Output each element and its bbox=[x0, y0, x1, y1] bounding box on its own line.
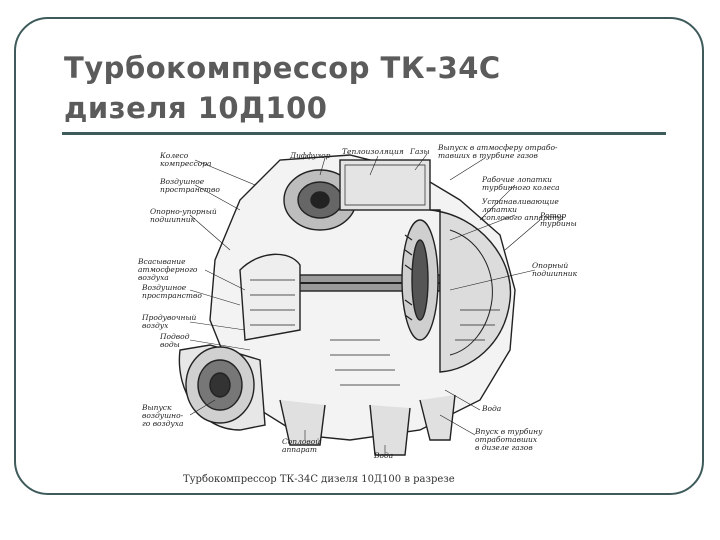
label-opornyi-podshipnik-left: Опорно-упорный подшипник bbox=[150, 207, 217, 224]
turbocharger-cutaway-figure: Колесо компрессора Диффузор Теплоизоляци… bbox=[120, 140, 580, 470]
label-voda-2: Вода bbox=[482, 404, 502, 413]
label-vozdushnoe-prostranstvo: Воздушное пространство bbox=[160, 177, 220, 194]
label-vypusk-v-atmosferu: Выпуск в атмосферу отрабо- тавших в турб… bbox=[438, 143, 558, 160]
label-gazy: Газы bbox=[410, 147, 430, 156]
slide-title-line-1: Турбокомпрессор ТК-34С bbox=[64, 51, 501, 85]
label-ustanavlivayushchie-lopatki: Устанавливающие лопатки соплового аппара… bbox=[482, 197, 564, 222]
label-voda: Вода bbox=[374, 451, 394, 460]
turbocharger-drawing bbox=[178, 153, 541, 456]
label-rotor-turbiny: Ротор турбины bbox=[540, 211, 577, 228]
label-vsasyvanie-vozdukha: Всасывание атмосферного воздуха bbox=[138, 257, 198, 282]
label-vykhod-vozdukha: Выпуск воздушно- го воздуха bbox=[142, 403, 184, 428]
label-prodyvochnyi-vozdukh: Продувочный воздух bbox=[142, 313, 197, 330]
label-vpusk-v-turbinu: Впуск в турбину отработавших в дизеле га… bbox=[475, 427, 543, 452]
slide-title-line-2: дизеля 10Д100 bbox=[64, 91, 328, 125]
label-diffuzor: Диффузор bbox=[290, 151, 331, 160]
label-teploizolyatsiya: Теплоизоляция bbox=[342, 147, 404, 156]
slide-frame bbox=[14, 17, 704, 495]
label-soplovoi-apparat: Сопловой аппарат bbox=[282, 437, 321, 454]
figure-caption: Турбокомпрессор ТК-34С дизеля 10Д100 в р… bbox=[183, 474, 455, 485]
label-kolesa-kompressora: Колесо компрессора bbox=[160, 151, 212, 168]
title-underline bbox=[62, 132, 666, 135]
label-podacha-vody: Подвод воды bbox=[160, 332, 190, 349]
label-rabochie-lopatki: Рабочие лопатки турбинного колеса bbox=[482, 175, 560, 192]
label-opornyi-podshipnik-right: Опорный подшипник bbox=[532, 261, 578, 278]
slide-title: Турбокомпрессор ТК-34С дизеля 10Д100 bbox=[64, 48, 664, 128]
label-vozdushnoe-prostranstvo-2: Воздушное пространство bbox=[142, 283, 202, 300]
